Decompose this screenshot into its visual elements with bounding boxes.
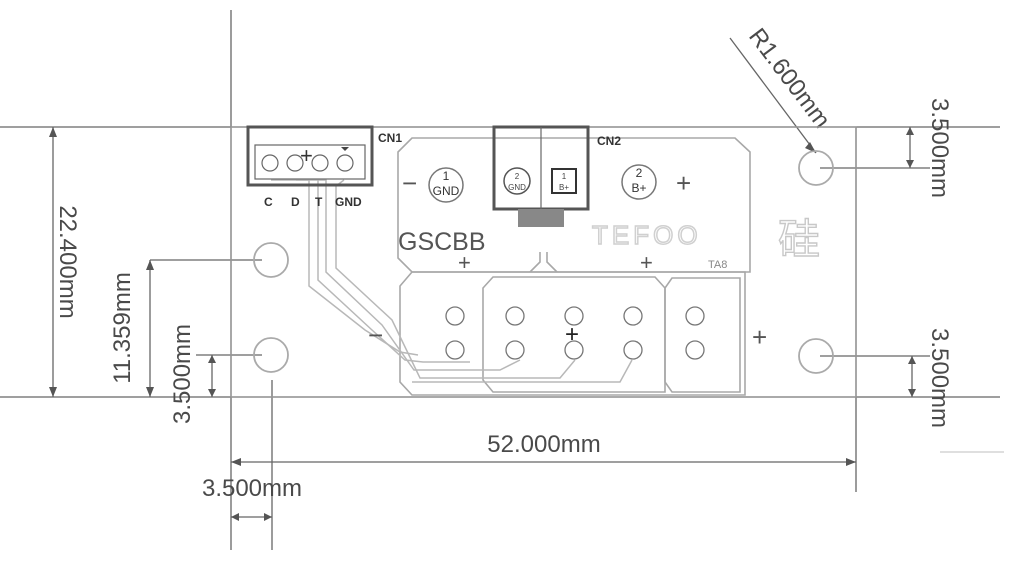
silk-logo: TEFOO — [592, 220, 702, 250]
dim-hole-x-left-label: 3.500mm — [202, 475, 302, 502]
dim-hole-y-right-top-label: 3.500mm — [926, 98, 953, 198]
plus-mark-cn1: + — [300, 143, 313, 168]
plus-mark-top-right: + — [676, 168, 691, 198]
cn1-pin-t: T — [315, 195, 323, 209]
pad-gnd-text: GND — [433, 184, 460, 198]
arrowheads — [49, 127, 916, 521]
silk-name: GSCBB — [398, 228, 486, 256]
minus-mark-left: − — [368, 320, 383, 350]
power-pads: 1 GND 2 B+ — [428, 164, 657, 203]
silk-glyph: 硅 — [778, 216, 820, 263]
pad-bplus-text: B+ — [631, 181, 646, 195]
cn1-pin-c: C — [264, 195, 273, 209]
cn1-pin-gnd: GND — [335, 195, 362, 209]
mounting-hole-top-left — [253, 242, 289, 278]
cn1-connector: CN1 C D T GND — [246, 125, 402, 209]
mounting-holes — [253, 150, 834, 374]
plus-mark-mid: + — [640, 250, 653, 275]
cn2-pin2-number: 1 — [562, 172, 567, 181]
dim-hole-y-left-label: 3.500mm — [169, 324, 196, 424]
cn1-label: CN1 — [378, 131, 402, 145]
cn2-pin2-text: B+ — [559, 183, 569, 192]
plus-mark-center: + — [565, 321, 579, 348]
dim-hole-y-right-bottom-label: 3.500mm — [926, 328, 953, 428]
cn2-label: CN2 — [597, 134, 621, 148]
cn2-pin1-text: GND — [508, 183, 526, 192]
dim-mid-height-label: 11.359mm — [109, 272, 136, 384]
board-outline — [230, 126, 857, 398]
ta-label: TA8 — [708, 259, 727, 271]
cn2-pin1-number: 2 — [515, 172, 520, 181]
polarity-marks: − + + + + − + + — [300, 143, 767, 352]
dimension-lines — [0, 10, 1004, 550]
mounting-hole-bottom-left — [253, 337, 289, 373]
mounting-hole-top-right — [798, 150, 834, 186]
silkscreen-outlines — [397, 137, 751, 396]
dim-height-label: 22.400mm — [54, 205, 81, 318]
mounting-hole-bottom-right — [798, 338, 834, 374]
dim-width-label: 52.000mm — [487, 431, 600, 458]
pad-gnd-number: 1 — [443, 169, 450, 183]
tap-pads — [445, 306, 705, 360]
pad-bplus-number: 2 — [636, 166, 643, 180]
minus-mark-top: − — [402, 168, 417, 198]
plus-mark-right: + — [752, 322, 767, 352]
cn1-pin-d: D — [291, 195, 300, 209]
cn2-connector: CN2 2 GND 1 B+ — [492, 125, 621, 227]
plus-mark-left: + — [458, 250, 471, 275]
